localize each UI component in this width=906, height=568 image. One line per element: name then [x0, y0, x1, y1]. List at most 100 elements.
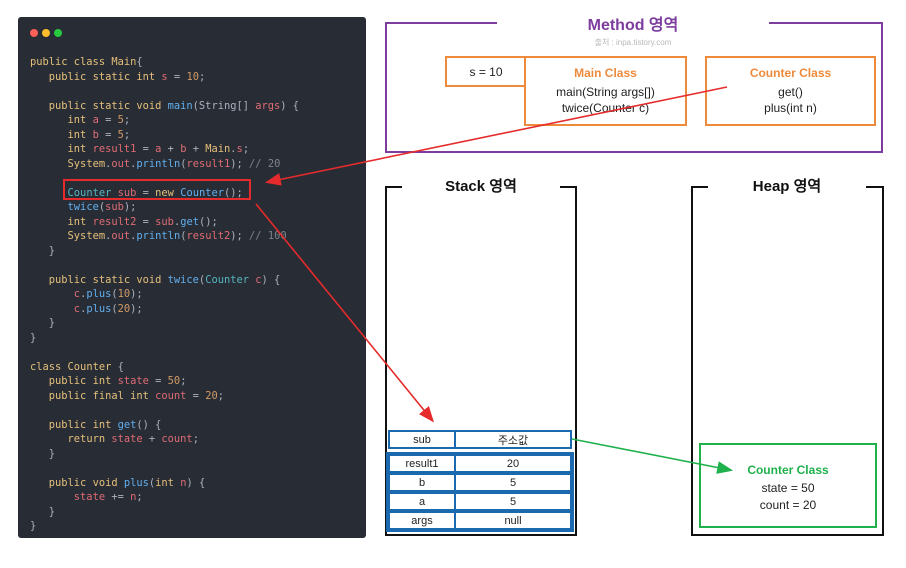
code-token: println — [136, 230, 181, 242]
code-token: . — [80, 288, 87, 300]
code-token — [30, 419, 49, 431]
code-token: . — [230, 143, 237, 155]
code-token: public static void — [48, 273, 168, 286]
code-token: Main — [111, 56, 137, 68]
code-token: ; — [123, 114, 131, 126]
code-token: // 20 — [249, 157, 281, 170]
code-token: } — [30, 447, 56, 460]
counter-class-title: Counter Class — [749, 66, 832, 80]
code-line: int a = 5; — [30, 113, 299, 128]
code-token — [30, 143, 68, 155]
code-token: new — [155, 186, 181, 199]
code-line: int result2 = sub.get(); — [30, 215, 299, 230]
code-token: ; — [192, 433, 199, 445]
code-token: ); — [230, 230, 250, 242]
stack-var-name: sub — [390, 432, 456, 447]
code-token: sub — [105, 201, 124, 213]
code-line: System.out.println(result2); // 100 — [30, 229, 299, 244]
code-token — [30, 230, 68, 242]
code-token: { — [117, 360, 124, 373]
code-line: } — [30, 505, 299, 520]
code-token: } — [30, 331, 37, 344]
main-class-method: twice(Counter c) — [561, 101, 650, 115]
code-token: public static void — [48, 99, 168, 112]
code-token — [30, 216, 68, 228]
code-token: count — [155, 389, 187, 402]
main-stack-frame-group — [386, 452, 574, 532]
code-token: . — [105, 157, 112, 170]
code-token: = — [167, 70, 187, 83]
main-class-method: main(String args[]) — [556, 85, 655, 99]
code-token: ) { — [261, 273, 281, 286]
code-token: ) { — [186, 476, 206, 489]
code-token: out — [111, 230, 131, 242]
window-minimize-dot — [42, 29, 50, 37]
code-token — [30, 274, 49, 286]
source-credit: 출처 : inpa.tistory.com — [594, 38, 672, 47]
code-line: public int state = 50; — [30, 374, 299, 389]
code-line — [30, 403, 299, 418]
code-token: n — [180, 476, 187, 489]
code-token: = — [148, 375, 168, 387]
code-token: . — [130, 157, 137, 170]
heap-counter-object: Counter Class state = 50 count = 20 — [699, 443, 877, 528]
code-line: Counter sub = new Counter(); — [30, 186, 299, 201]
code-line: public class Main{ — [30, 55, 299, 70]
code-token: + — [142, 433, 162, 445]
code-token: ); — [123, 201, 137, 213]
code-line: } — [30, 519, 299, 534]
code-token: ); — [230, 157, 250, 170]
code-line: int b = 5; — [30, 128, 299, 143]
code-token: a — [155, 143, 162, 155]
heap-title: Heap 영역 — [752, 178, 822, 195]
stack-var-name: result1 — [390, 456, 456, 471]
code-line: return state + count; — [30, 432, 299, 447]
code-block: public class Main{ public static int s =… — [30, 55, 299, 534]
code-token: (); — [223, 186, 243, 199]
counter-class-method: get() — [778, 85, 803, 99]
code-token: Counter — [67, 360, 118, 373]
code-token: = — [186, 389, 206, 402]
code-token — [30, 201, 68, 213]
counter-class-method-box: Counter Class get() plus(int n) — [705, 56, 876, 126]
code-token: Main — [205, 143, 231, 155]
code-token: b — [180, 143, 187, 155]
stack-row-args: args null — [388, 511, 572, 530]
code-token: get — [117, 418, 137, 431]
code-token: ; — [123, 128, 131, 141]
code-token: a — [92, 114, 99, 126]
code-token: + — [186, 143, 206, 155]
code-token: get — [180, 215, 199, 228]
code-token: int — [67, 215, 93, 228]
code-token: ; — [198, 70, 206, 83]
code-token: ; — [180, 375, 187, 387]
stack-row-a: a 5 — [388, 492, 572, 511]
code-token: . — [173, 215, 181, 228]
code-line: public static int s = 10; — [30, 70, 299, 85]
code-token — [30, 433, 68, 445]
code-token: int — [155, 476, 181, 489]
stack-frame-top-left — [385, 186, 402, 188]
code-token: plus — [86, 288, 112, 300]
code-line: public int get() { — [30, 418, 299, 433]
code-token — [30, 100, 49, 112]
code-token: (String[] — [192, 99, 256, 112]
code-line: c.plus(20); — [30, 302, 299, 317]
code-token: ; — [136, 491, 143, 503]
stack-frame-top-right — [560, 186, 577, 188]
code-token: result1 — [186, 157, 231, 170]
code-token: Counter — [67, 186, 118, 199]
code-token: plus — [86, 302, 112, 315]
code-token: = — [136, 215, 156, 228]
code-token: } — [30, 520, 37, 532]
code-line: c.plus(10); — [30, 287, 299, 302]
code-token: n — [130, 491, 137, 503]
code-token: ); — [130, 302, 143, 315]
method-area-title: Method 영역 — [587, 17, 679, 34]
code-line: } — [30, 447, 299, 462]
code-token — [30, 71, 49, 83]
code-token: plus — [123, 476, 149, 489]
heap-frame-top-right — [866, 186, 884, 188]
stack-var-name: b — [390, 475, 456, 490]
code-line — [30, 258, 299, 273]
